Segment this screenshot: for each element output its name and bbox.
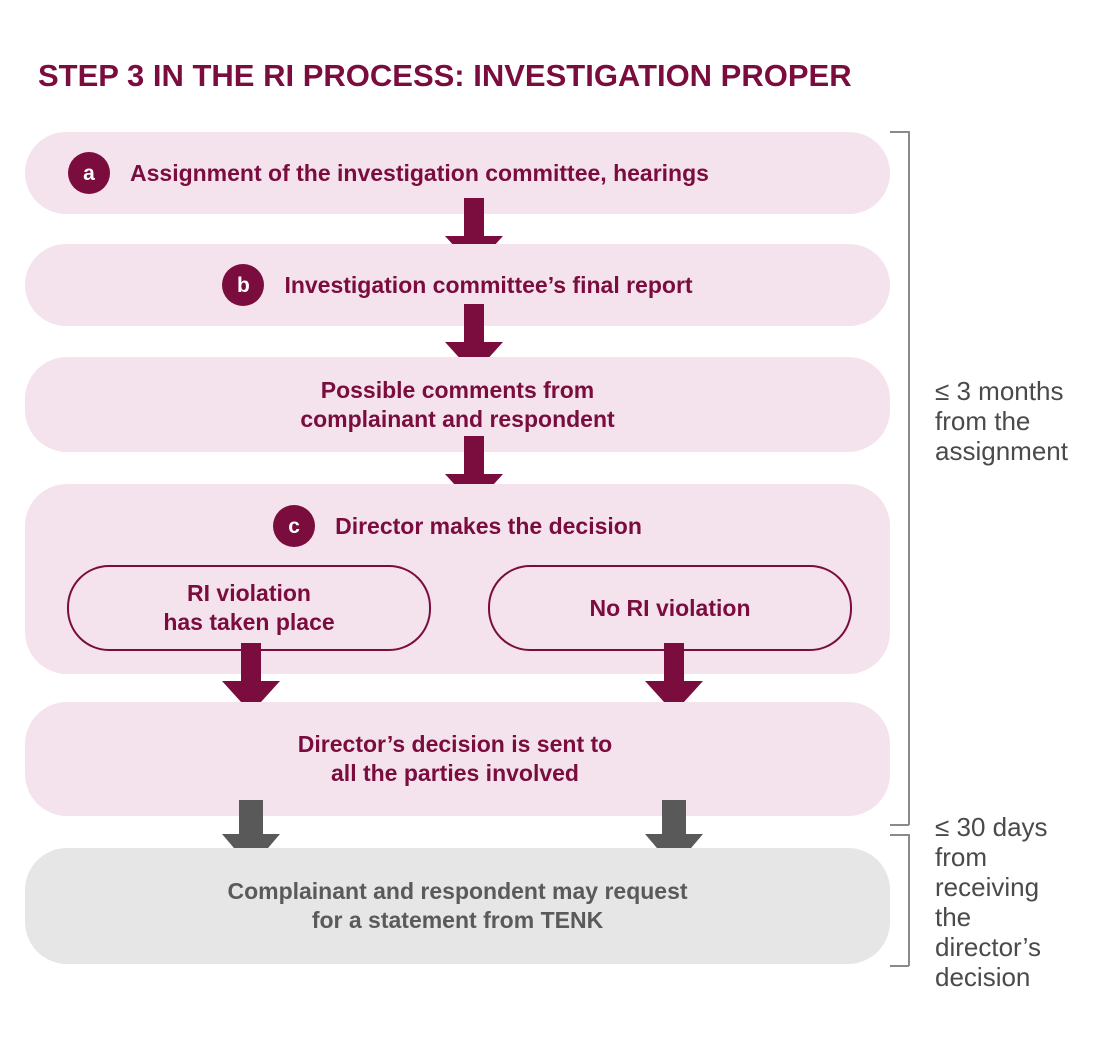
statement-timeframe-line4: the <box>935 902 972 932</box>
step-a-label: Assignment of the investigation committe… <box>130 159 709 186</box>
comments-line2: complainant and respondent <box>300 405 615 432</box>
investigation-timeframe: ≤ 3 months from the assignment <box>935 376 1068 466</box>
step-b-label: Investigation committee’s final report <box>284 271 693 298</box>
step-c-box: c Director makes the decision <box>25 484 890 674</box>
arrow-down-icon <box>645 643 703 713</box>
no-ri-violation-box: No RI violation <box>488 565 852 651</box>
investigation-timeframe-line2: from the <box>935 406 1031 436</box>
ri-violation-line2: has taken place <box>163 609 335 635</box>
investigation-timeframe-line1: ≤ 3 months <box>935 376 1064 406</box>
statement-timeframe: ≤ 30 days from receiving the director’s … <box>935 812 1048 992</box>
no-ri-violation-label: No RI violation <box>589 594 751 621</box>
statement-timeframe-line5: director’s <box>935 932 1041 962</box>
diagram-title: STEP 3 IN THE RI PROCESS: INVESTIGATION … <box>38 58 852 93</box>
statement-request-box: Complainant and respondent may request f… <box>25 848 890 964</box>
decision-sent-line1: Director’s decision is sent to <box>297 731 613 757</box>
arrow-down-icon <box>222 643 280 713</box>
statement-request-line1: Complainant and respondent may request <box>227 878 688 904</box>
arrow-down-icon <box>445 304 503 374</box>
decision-sent-box: Director’s decision is sent to all the p… <box>25 702 890 816</box>
decision-sent-line2: all the parties involved <box>331 760 579 786</box>
step-a-badge: a <box>68 152 110 194</box>
statement-timeframe-line2: from <box>935 842 987 872</box>
statement-timeframe-line1: ≤ 30 days <box>935 812 1048 842</box>
ri-violation-box: RI violation has taken place <box>67 565 431 651</box>
comments-box: Possible comments from complainant and r… <box>25 357 890 452</box>
investigation-timeframe-line3: assignment <box>935 436 1068 466</box>
statement-timeframe-line6: decision <box>935 962 1031 992</box>
ri-violation-line1: RI violation <box>187 580 311 606</box>
statement-request-line2: for a statement from TENK <box>311 907 604 933</box>
comments-line1: Possible comments from <box>320 376 595 403</box>
step-c-label: Director makes the decision <box>335 512 642 539</box>
step-a-box: a Assignment of the investigation commit… <box>25 132 890 214</box>
step-b-box: b Investigation committee’s final report <box>25 244 890 326</box>
step-c-badge: c <box>273 505 316 547</box>
statement-timeframe-line3: receiving <box>935 872 1040 902</box>
step-b-badge: b <box>222 264 265 306</box>
